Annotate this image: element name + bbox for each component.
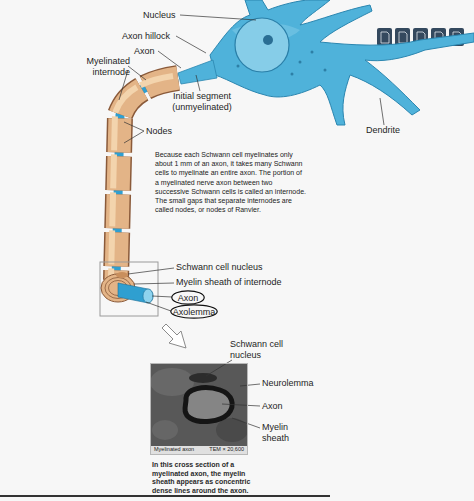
micrograph-frame: Myelinated axon TEM × 20,600 bbox=[150, 363, 248, 455]
micrograph bbox=[150, 363, 248, 455]
myelin-ring bbox=[185, 388, 232, 422]
leader-line bbox=[180, 15, 256, 20]
axon-end bbox=[143, 289, 153, 303]
oval-outline bbox=[172, 291, 204, 304]
part-label: Axon hillock bbox=[122, 31, 170, 42]
part-label: Initial segment (unmyelinated) bbox=[166, 91, 238, 112]
leader-line bbox=[128, 66, 146, 80]
leader-line bbox=[380, 98, 384, 125]
explanatory-note: Because each Schwann cell myelinates onl… bbox=[155, 150, 307, 214]
part-label: Myelin sheath of internode bbox=[176, 277, 282, 288]
schwann-nucleus bbox=[189, 373, 217, 383]
leader-line bbox=[222, 404, 260, 406]
nucleolus bbox=[263, 35, 273, 45]
part-label: Nodes bbox=[146, 126, 172, 137]
organelle bbox=[311, 51, 314, 54]
cell-body bbox=[210, 0, 474, 125]
part-label: Schwann cell nucleus bbox=[176, 262, 263, 273]
leader-line bbox=[152, 296, 172, 297]
leader-line bbox=[240, 384, 260, 386]
part-label: Schwann cell nucleus bbox=[230, 339, 286, 360]
screen-edge bbox=[0, 495, 330, 497]
organelle bbox=[299, 61, 302, 64]
part-label: Neurolemma bbox=[262, 378, 314, 389]
organelle bbox=[291, 73, 294, 76]
organelles bbox=[237, 51, 327, 76]
micrograph-strip bbox=[150, 446, 248, 455]
leader-line bbox=[158, 51, 181, 68]
leader-line bbox=[124, 131, 144, 143]
oval-outline bbox=[171, 305, 217, 318]
pointer-arrow bbox=[162, 324, 186, 348]
callout-oval: Axolemma bbox=[170, 304, 218, 319]
leader-lines bbox=[119, 15, 384, 428]
node-title: Myelinated axon bbox=[154, 446, 194, 453]
node-title: Axolemma bbox=[173, 307, 216, 317]
node-title: Axon bbox=[178, 293, 199, 303]
leader-line bbox=[176, 36, 206, 53]
nucleus bbox=[235, 18, 289, 72]
organelle bbox=[324, 69, 327, 72]
part-label: Nucleus bbox=[143, 10, 176, 21]
part-label: Axon bbox=[134, 46, 155, 57]
leader-line bbox=[146, 302, 171, 311]
figure-caption: In this cross section of a myelinated ax… bbox=[152, 461, 260, 495]
micrograph-texture bbox=[216, 418, 248, 442]
inset-frame bbox=[100, 262, 158, 316]
part-label: Myelinated internode bbox=[78, 56, 130, 77]
organelle bbox=[237, 65, 240, 68]
axon-cylinder bbox=[118, 283, 153, 303]
leader-line bbox=[134, 283, 174, 284]
leader-line bbox=[128, 268, 174, 274]
schwann-nucleus bbox=[116, 272, 128, 278]
part-label: Axon bbox=[262, 401, 283, 412]
node-subtext: TEM × 20,600 bbox=[209, 446, 244, 453]
micrograph-texture bbox=[152, 420, 178, 440]
callout-oval: Axon bbox=[171, 290, 205, 305]
myelin-highlight bbox=[111, 76, 173, 278]
leader-line bbox=[124, 122, 144, 131]
part-label: Dendrite bbox=[366, 125, 400, 136]
leader-line bbox=[232, 418, 260, 428]
leader-line bbox=[196, 75, 200, 91]
part-label: Myelin sheath bbox=[262, 422, 306, 443]
